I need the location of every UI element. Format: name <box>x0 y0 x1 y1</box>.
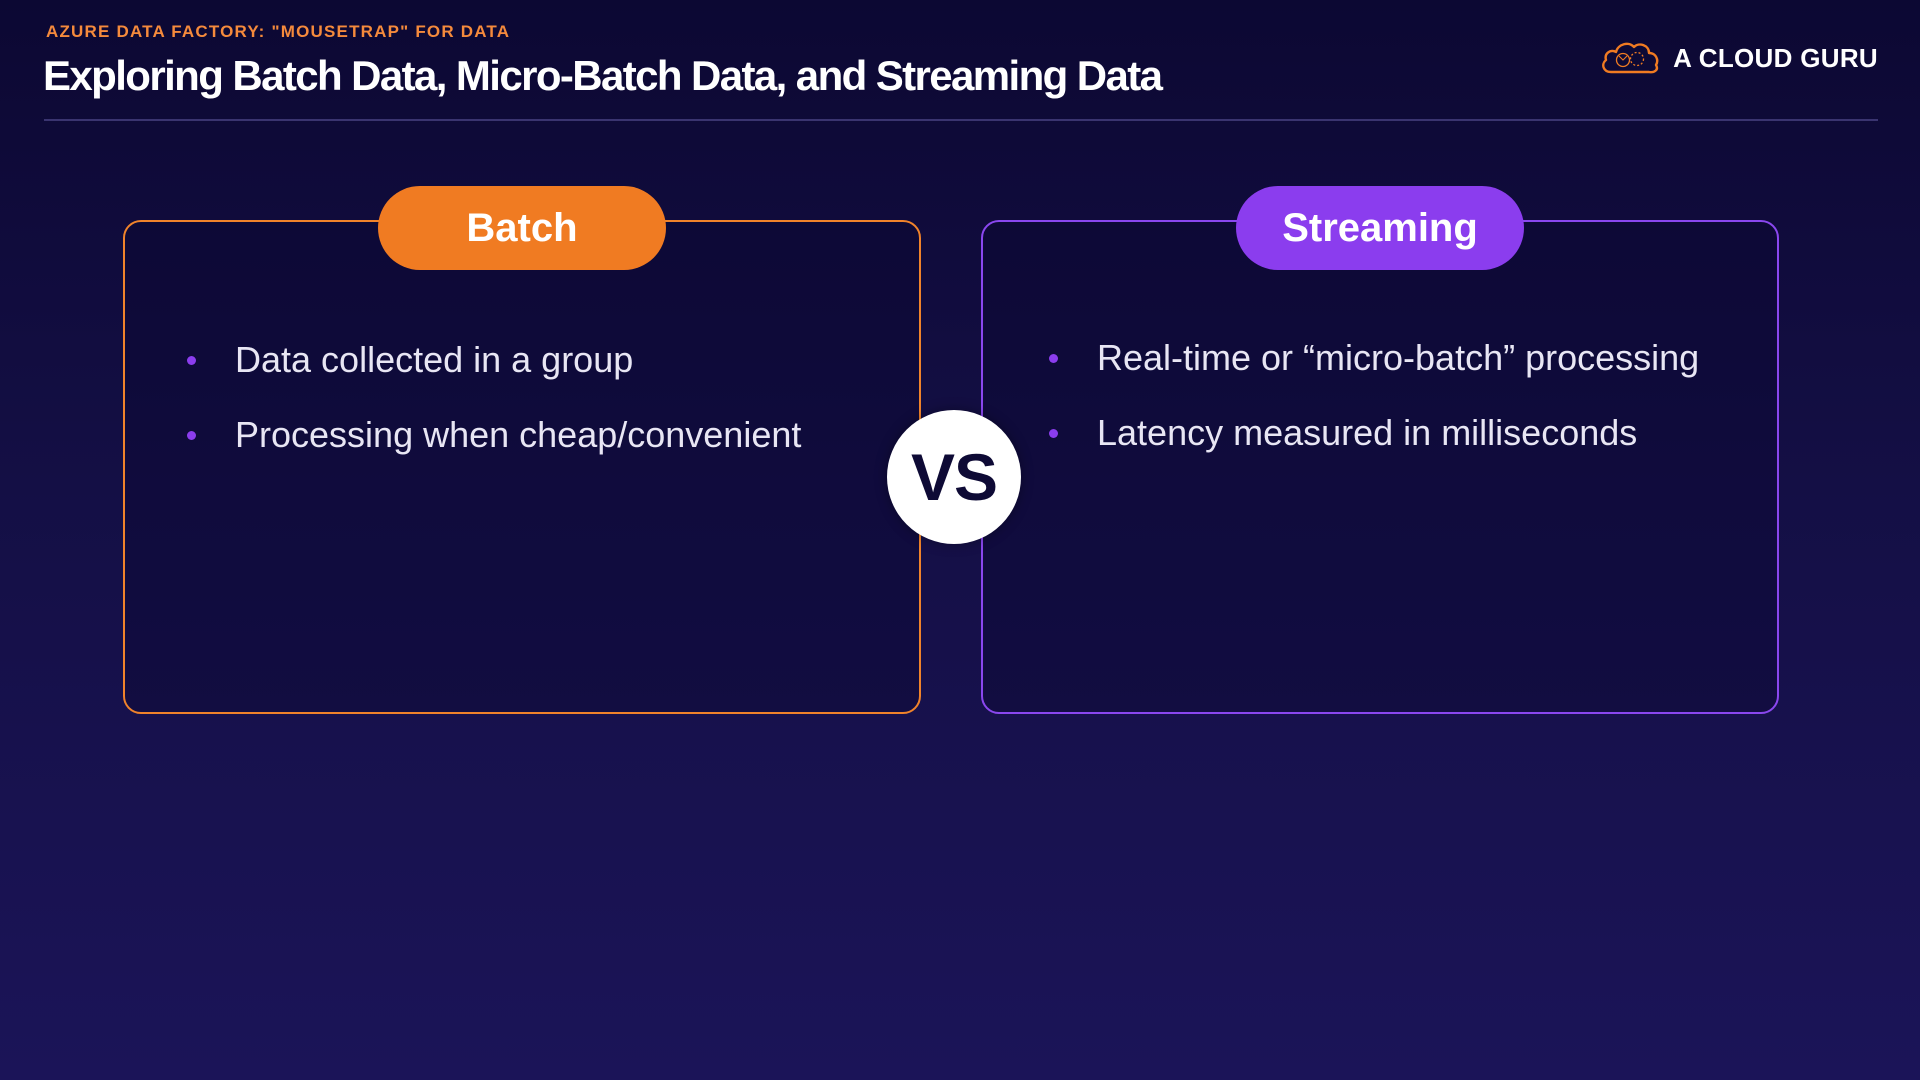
list-item-text: Processing when cheap/convenient <box>235 414 802 455</box>
bullet-dot-icon <box>187 431 196 440</box>
list-item-text: Real-time or “micro-batch” processing <box>1097 337 1700 378</box>
list-item-text: Latency measured in milliseconds <box>1097 412 1638 453</box>
streaming-card: Streaming Real-time or “micro-batch” pro… <box>981 186 1779 714</box>
header-divider <box>44 119 1878 121</box>
eyebrow-label: AZURE DATA FACTORY: "MOUSETRAP" FOR DATA <box>46 22 511 41</box>
streaming-pill: Streaming <box>1236 186 1524 270</box>
brand-name: A CLOUD GURU <box>1673 42 1878 73</box>
bullet-dot-icon <box>1049 429 1058 438</box>
page-title: Exploring Batch Data, Micro-Batch Data, … <box>43 52 1163 99</box>
list-item: Latency measured in milliseconds <box>1049 407 1699 482</box>
streaming-bullet-list: Real-time or “micro-batch” processing La… <box>1049 332 1699 482</box>
bullet-dot-icon <box>1049 354 1058 363</box>
list-item-text: Data collected in a group <box>235 339 634 380</box>
list-item: Data collected in a group <box>187 334 801 409</box>
cloud-logo-icon <box>1602 42 1659 74</box>
list-item: Real-time or “micro-batch” processing <box>1049 332 1699 407</box>
batch-card: Batch Data collected in a group Processi… <box>123 186 921 714</box>
vs-badge: VS <box>887 410 1021 544</box>
batch-pill: Batch <box>378 186 666 270</box>
batch-bullet-list: Data collected in a group Processing whe… <box>187 334 801 484</box>
list-item: Processing when cheap/convenient <box>187 409 801 484</box>
brand: A CLOUD GURU <box>1599 38 1878 78</box>
bullet-dot-icon <box>187 356 196 365</box>
